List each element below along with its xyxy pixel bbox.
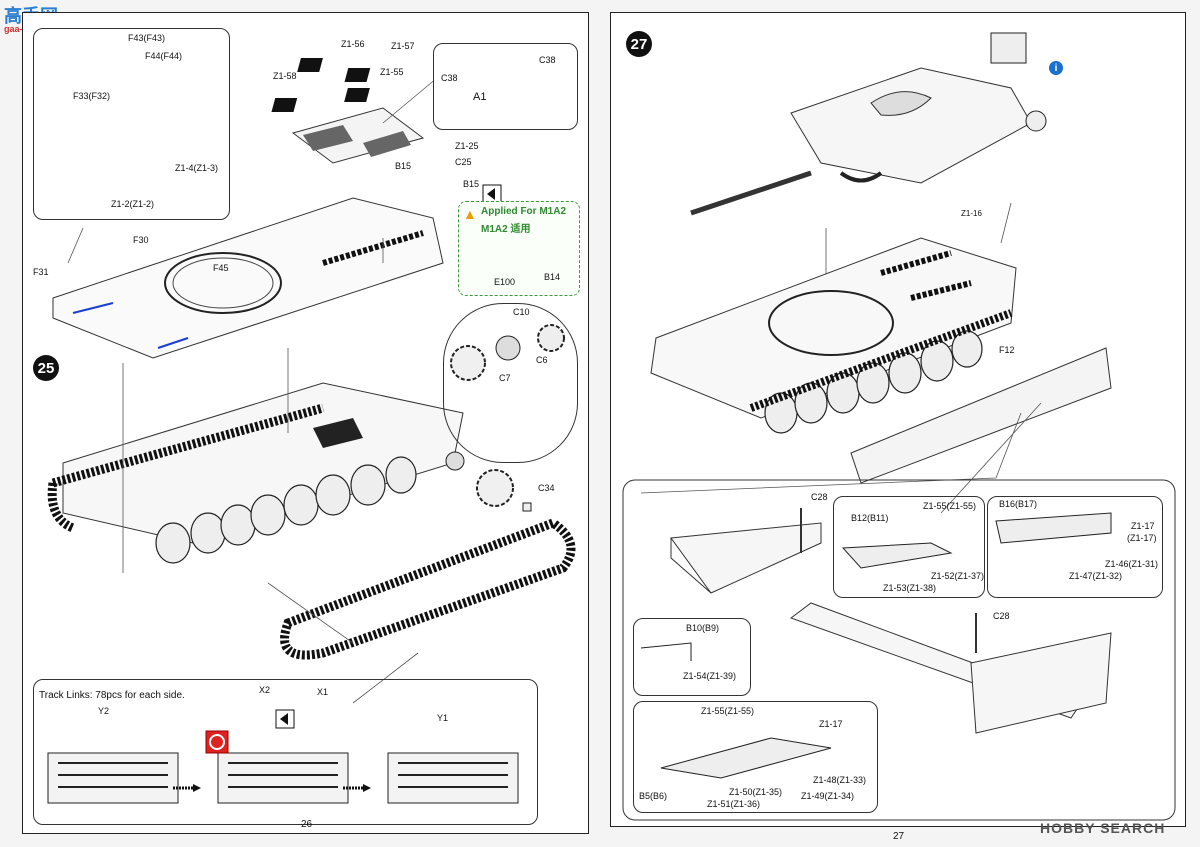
label-b5: B5(B6) xyxy=(639,791,668,801)
label-f12: F12 xyxy=(999,345,1015,355)
label-b16: B16(B17) xyxy=(999,499,1038,509)
label-z1-4: Z1-4(Z1-3) xyxy=(175,163,219,173)
applied-label-b14: B14 xyxy=(544,272,561,282)
label-z1-54: Z1-54(Z1-39) xyxy=(683,671,737,681)
applied-title-en: Applied For M1A2 xyxy=(481,206,567,217)
label-z1-50: Z1-50(Z1-35) xyxy=(729,787,783,797)
label-z1-55-b12: Z1-55(Z1-55) xyxy=(923,501,977,511)
label-z1-2: Z1-2(Z1-2) xyxy=(111,199,155,209)
label-z1-53: Z1-53(Z1-38) xyxy=(883,583,937,593)
label-z1-16: Z1-16 xyxy=(961,209,982,218)
label-z1-17-paren: (Z1-17) xyxy=(1127,533,1157,543)
label-c34: C34 xyxy=(538,483,555,493)
label-c25: C25 xyxy=(455,157,472,167)
label-b10: B10(B9) xyxy=(686,623,720,633)
label-z1-52: Z1-52(Z1-37) xyxy=(931,571,985,581)
label-b15: B15 xyxy=(463,179,480,189)
label-z1-47: Z1-47(Z1-32) xyxy=(1069,571,1123,581)
label-f44: F44(F44) xyxy=(145,51,183,61)
label-z1-56: Z1-56 xyxy=(341,39,365,49)
right-page-drawing xyxy=(622,32,1176,821)
label-f45: F45 xyxy=(213,263,229,273)
applied-m1a2-box: ▲ Applied For M1A2 M1A2 适用 E100 B14 xyxy=(458,201,580,296)
label-z1-58: Z1-58 xyxy=(273,71,297,81)
label-y2: Y2 xyxy=(98,706,110,716)
inset-fender-parts xyxy=(33,28,230,220)
inset-sprocket-parts xyxy=(443,303,578,463)
track-links-title: Track Links: 78pcs for each side. xyxy=(39,690,185,701)
label-z1-17-b5: Z1-17 xyxy=(819,719,843,729)
info-icon: i xyxy=(1049,61,1063,75)
applied-label-e100: E100 xyxy=(494,277,516,287)
label-z1-55: Z1-55 xyxy=(380,67,404,77)
label-a1: A1 xyxy=(473,91,487,103)
label-b15-grille: B15 xyxy=(395,161,412,171)
label-z1-57: Z1-57 xyxy=(391,41,415,51)
label-c6: C6 xyxy=(536,355,548,365)
label-c10: C10 xyxy=(513,307,530,317)
step-number-25: 25 xyxy=(33,355,59,381)
label-z1-17-b16: Z1-17 xyxy=(1131,521,1155,531)
inset-b10-parts xyxy=(633,618,751,696)
warning-icon: ▲ xyxy=(463,206,477,222)
left-instruction-page: ▲ Applied For M1A2 M1A2 适用 E100 B14 25 F… xyxy=(22,12,589,834)
label-c38-left: C38 xyxy=(441,73,458,83)
inset-b12-parts xyxy=(833,496,985,598)
label-b12: B12(B11) xyxy=(851,513,889,523)
inset-b5-parts xyxy=(633,701,878,813)
page-number-27: 27 xyxy=(893,831,905,842)
label-x1: X1 xyxy=(317,687,329,697)
label-z1-46: Z1-46(Z1-31) xyxy=(1105,559,1159,569)
label-x2: X2 xyxy=(259,685,271,695)
label-z1-55-b5: Z1-55(Z1-55) xyxy=(701,706,755,716)
label-c7: C7 xyxy=(499,373,511,383)
label-z1-49: Z1-49(Z1-34) xyxy=(801,791,855,801)
label-f43: F43(F43) xyxy=(128,33,166,43)
label-c28-right: C28 xyxy=(993,611,1010,621)
left-page-drawing xyxy=(47,58,576,804)
label-c28-top: C28 xyxy=(811,492,828,502)
label-f30: F30 xyxy=(133,235,149,245)
label-z1-51: Z1-51(Z1-36) xyxy=(707,799,761,809)
label-y1: Y1 xyxy=(437,713,449,723)
label-z1-48: Z1-48(Z1-33) xyxy=(813,775,867,785)
label-f31: F31 xyxy=(33,267,49,277)
inset-b16-parts xyxy=(987,496,1163,598)
watermark-hobby-search: HOBBY SEARCH xyxy=(1040,820,1166,836)
label-f33: F33(F32) xyxy=(73,91,111,101)
label-z1-25: Z1-25 xyxy=(455,141,479,151)
inset-a1-parts xyxy=(433,43,578,130)
page-number-26: 26 xyxy=(301,819,313,830)
step-number-27: 27 xyxy=(626,31,652,57)
track-links-box xyxy=(33,679,538,825)
right-instruction-page: 27 i Z1-16 F12 C28 C28 B12(B11) Z1-55(Z1… xyxy=(610,12,1186,842)
applied-title-cn: M1A2 适用 xyxy=(481,224,531,235)
label-c38-right: C38 xyxy=(539,55,556,65)
